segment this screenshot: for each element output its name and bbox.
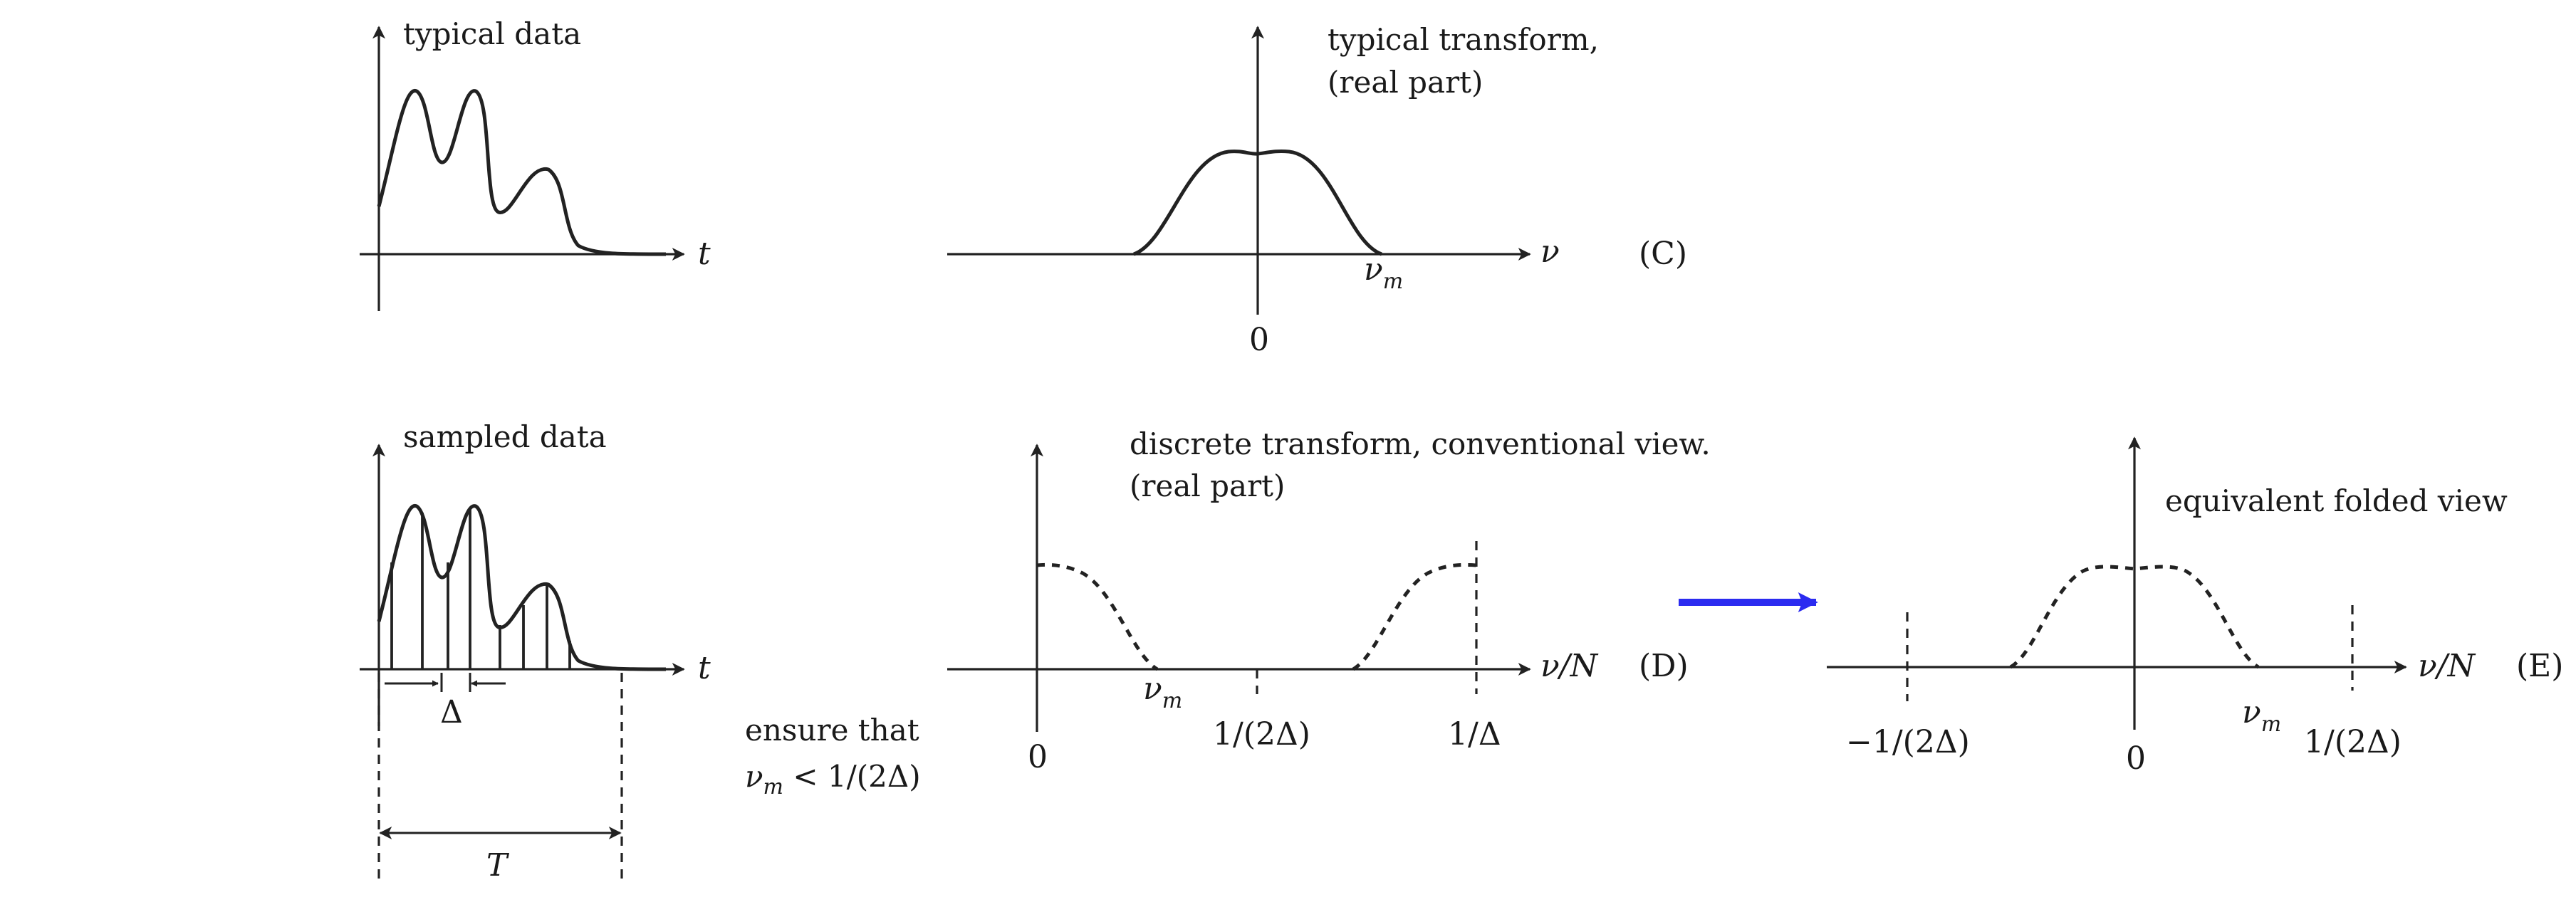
e-zero-label: 0 <box>2126 740 2146 777</box>
data-curve <box>377 89 667 256</box>
condition-line2: νm < 1/(2Δ) <box>745 759 921 799</box>
d-left-lobe <box>1036 562 1159 671</box>
d-nu-m-subscript: m <box>1162 688 1182 713</box>
d-nu-m-label: νm <box>1143 671 1182 713</box>
transform-title-line2: (real part) <box>1328 65 1483 100</box>
condition-nu-sub: m <box>763 775 783 799</box>
d-title-line1: discrete transform, conventional view. <box>1130 426 1711 461</box>
nu-m-label: νm <box>1364 251 1403 294</box>
panel-tag-d: (D) <box>1639 648 1689 684</box>
discrete-transform-panel: discrete transform, conventional view. (… <box>947 426 1711 775</box>
typical-data-panel: typical data t <box>360 16 711 311</box>
nu-m-subscript: m <box>1383 269 1403 294</box>
transform-curve <box>1133 149 1382 256</box>
condition-nu: ν <box>745 759 763 794</box>
e-pos-label: 1/(2Δ) <box>2304 724 2402 760</box>
folded-view-panel: equivalent folded view ν/N (E) −1/(2Δ) 0… <box>1827 436 2563 777</box>
condition-rest: < 1/(2Δ) <box>783 759 921 794</box>
typical-data-title: typical data <box>403 16 581 51</box>
e-neg-label: −1/(2Δ) <box>1846 724 1970 760</box>
d-axis-label: ν/N <box>1540 648 1599 684</box>
d-half-label: 1/(2Δ) <box>1213 716 1310 753</box>
nyquist-condition: ensure that νm < 1/(2Δ) <box>745 713 921 799</box>
e-nu-m-subscript: m <box>2261 712 2281 737</box>
delta-label: Δ <box>440 694 463 730</box>
nu-m-base: ν <box>1364 251 1383 288</box>
sample-stems <box>390 508 571 669</box>
condition-line1: ensure that <box>745 713 919 748</box>
period-label: T <box>486 847 510 884</box>
sampled-data-panel: Δ T sampled data t <box>360 419 711 884</box>
sampled-t-axis-label: t <box>698 650 711 686</box>
d-full-label: 1/Δ <box>1448 716 1501 753</box>
e-nu-m-base: ν <box>2242 694 2261 730</box>
panel-tag-c: (C) <box>1639 236 1687 272</box>
t-axis-label: t <box>698 236 711 272</box>
zero-label: 0 <box>1249 322 1269 358</box>
transform-title-line1: typical transform, <box>1328 22 1599 57</box>
e-title: equivalent folded view <box>2165 483 2508 518</box>
e-axis-label: ν/N <box>2418 648 2476 684</box>
d-title-line2: (real part) <box>1130 468 1285 503</box>
panel-tag-e: (E) <box>2516 648 2563 684</box>
typical-transform-panel: typical transform, (real part) ν νm 0 (C… <box>947 22 1687 358</box>
nu-axis-label: ν <box>1540 234 1560 270</box>
d-zero-label: 0 <box>1028 739 1048 775</box>
e-nu-m-label: νm <box>2242 694 2281 737</box>
d-right-lobe <box>1352 562 1477 671</box>
sampled-data-title: sampled data <box>403 419 607 454</box>
d-nu-m-base: ν <box>1143 671 1162 707</box>
